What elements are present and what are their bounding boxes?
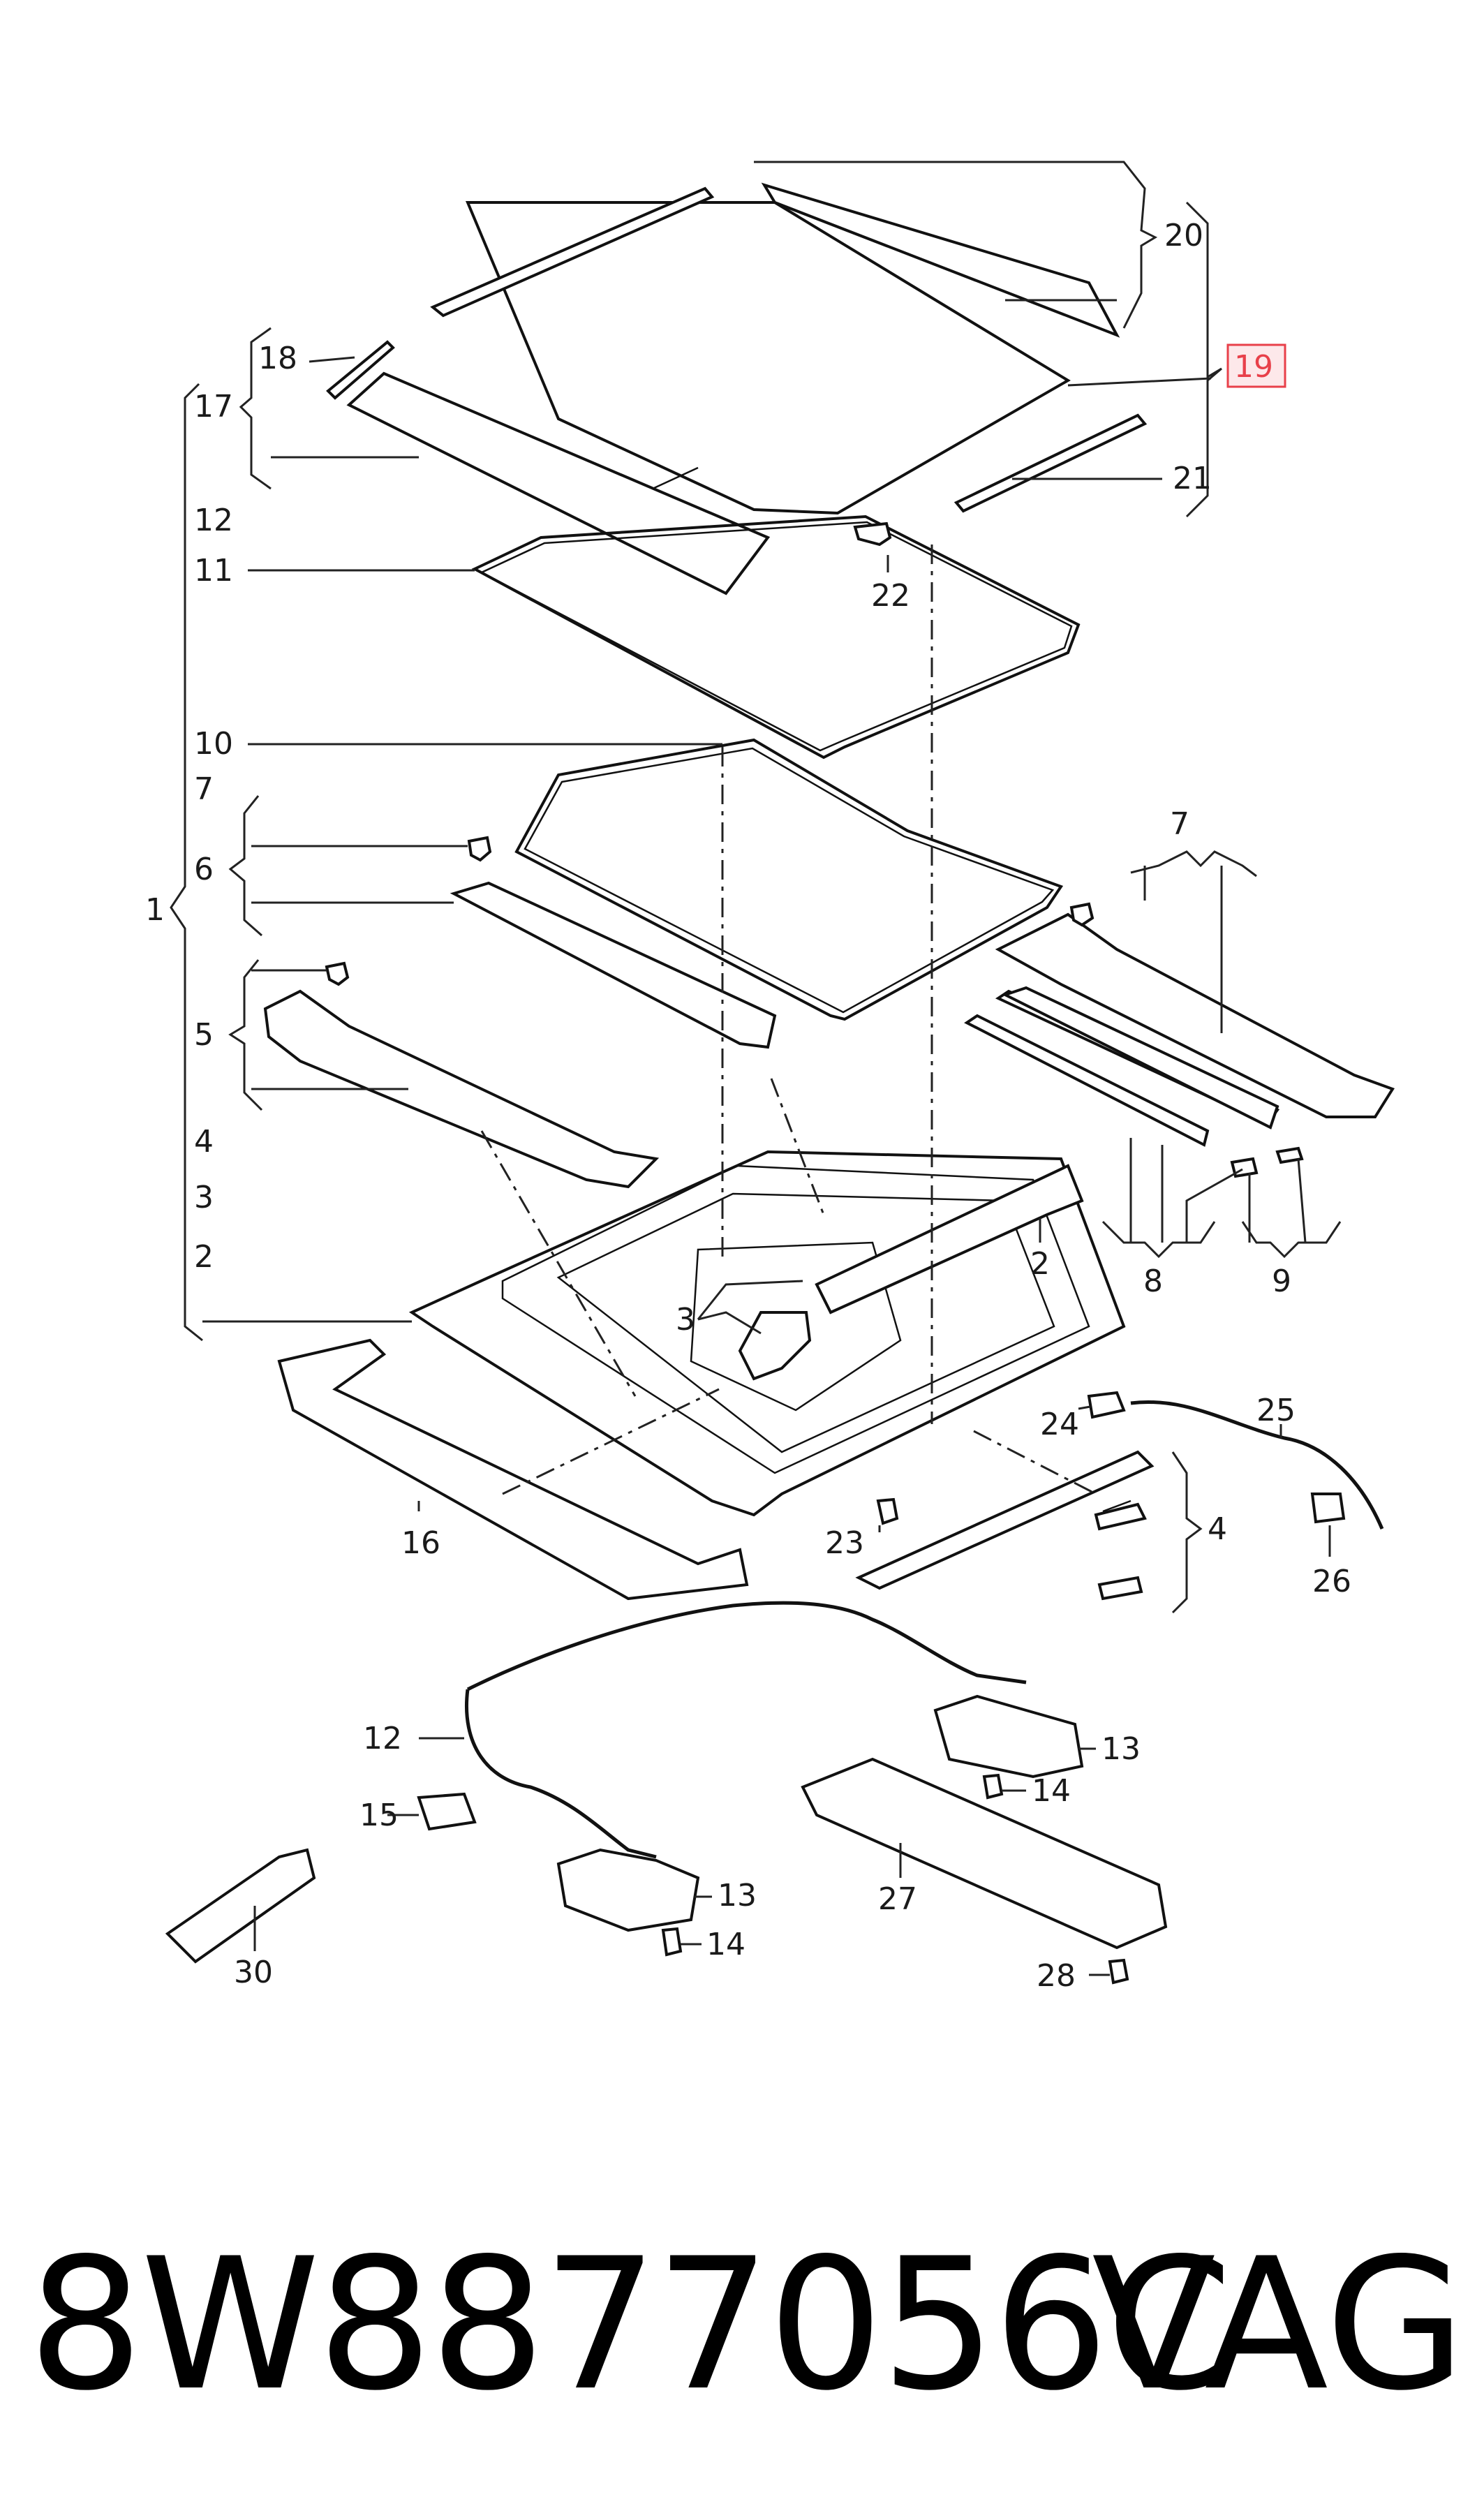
callout-18: 18 xyxy=(258,341,297,376)
callout-14a: 14 xyxy=(1032,1773,1071,1809)
bolt-14-lower xyxy=(661,1927,683,1957)
seal-frame-11 xyxy=(471,514,1081,760)
callout-7b: 7 xyxy=(1170,806,1189,842)
callout-20: 20 xyxy=(1164,218,1203,253)
callout-10: 10 xyxy=(194,726,233,762)
callout-2b: 2 xyxy=(1030,1246,1050,1282)
motor-13-upper xyxy=(933,1694,1084,1779)
strip-18 xyxy=(326,340,395,400)
callout-14b: 14 xyxy=(706,1927,745,1962)
seal-frame-10 xyxy=(514,738,1064,1021)
callout-13b: 13 xyxy=(718,1878,757,1913)
callout-3a: 3 xyxy=(194,1180,214,1215)
wiring-harness-12 xyxy=(465,1601,1027,1859)
footer: 8W8877056C VAG xyxy=(28,2220,1466,2450)
rail-8a xyxy=(964,1014,1210,1147)
clip-4b xyxy=(1097,1576,1143,1601)
callout-1: 1 xyxy=(145,892,165,928)
bolt-14-upper xyxy=(982,1773,1004,1800)
leader-lines xyxy=(170,161,1342,1976)
bolt-22 xyxy=(853,521,892,547)
seal-strip-right xyxy=(954,413,1148,513)
bolt-6 xyxy=(467,836,492,862)
bracket-27 xyxy=(801,1757,1168,1950)
glass-panel xyxy=(465,182,1120,515)
callout-26: 26 xyxy=(1312,1564,1351,1599)
control-unit-15 xyxy=(417,1792,477,1831)
callout-4b: 4 xyxy=(1208,1511,1227,1547)
callout-6: 6 xyxy=(194,852,214,887)
callout-24: 24 xyxy=(1040,1407,1079,1442)
brand-name: VAG xyxy=(1092,2220,1466,2431)
clip-26 xyxy=(1310,1493,1346,1524)
connector-24 xyxy=(1087,1391,1126,1419)
sunroof-exploded-diagram: 20 19 21 22 18 17 12 11 10 7 6 1 5 4 3 2… xyxy=(145,161,1395,1994)
callout-19: 19 xyxy=(1234,349,1273,385)
bolt-7 xyxy=(1069,902,1095,927)
front-panel xyxy=(346,371,771,595)
callout-16: 16 xyxy=(401,1525,440,1561)
callout-7a: 7 xyxy=(194,771,214,807)
callout-30: 30 xyxy=(234,1955,273,1990)
shade-roll xyxy=(1001,986,1279,1130)
callout-13a: 13 xyxy=(1101,1731,1141,1767)
bolt-28 xyxy=(1108,1958,1129,1985)
cover-rail-6 xyxy=(450,881,777,1049)
bracket-3 xyxy=(738,1311,812,1381)
callout-23: 23 xyxy=(825,1525,864,1561)
callout-9: 9 xyxy=(1272,1264,1291,1299)
drive-rail-2 xyxy=(815,1164,1084,1314)
rail-7 xyxy=(995,912,1395,1118)
highlight-box-19 xyxy=(1226,343,1286,388)
callout-labels: 20 19 21 22 18 17 12 11 10 7 6 1 5 4 3 2… xyxy=(145,218,1351,1994)
guide-rail-5 xyxy=(263,989,660,1189)
callout-15: 15 xyxy=(359,1798,399,1833)
adhesive-tube-30 xyxy=(165,1848,316,1964)
callout-5: 5 xyxy=(194,1017,214,1053)
callout-3b: 3 xyxy=(676,1302,695,1338)
drain-hose-25 xyxy=(1130,1400,1384,1530)
front-crossmember-16 xyxy=(277,1338,749,1601)
callout-28: 28 xyxy=(1037,1958,1076,1994)
part-number: 8W8877056C xyxy=(28,2220,1233,2431)
bolt-23 xyxy=(876,1497,899,1525)
callout-8: 8 xyxy=(1143,1264,1163,1299)
clip-4a xyxy=(1094,1502,1147,1531)
seal-strip-top xyxy=(430,186,715,318)
callout-21: 21 xyxy=(1173,461,1212,496)
callout-2a: 2 xyxy=(194,1239,214,1275)
callout-17: 17 xyxy=(194,389,233,424)
callout-4a: 4 xyxy=(194,1124,214,1160)
clip-9b xyxy=(1275,1146,1304,1164)
callout-12a: 12 xyxy=(194,503,233,538)
callout-25: 25 xyxy=(1256,1393,1296,1428)
callout-11: 11 xyxy=(194,553,233,588)
callout-12b: 12 xyxy=(363,1721,402,1756)
bolt-5 xyxy=(325,961,350,986)
callout-22: 22 xyxy=(871,578,910,614)
motor-13-lower xyxy=(556,1848,700,1932)
callout-27: 27 xyxy=(878,1881,917,1917)
